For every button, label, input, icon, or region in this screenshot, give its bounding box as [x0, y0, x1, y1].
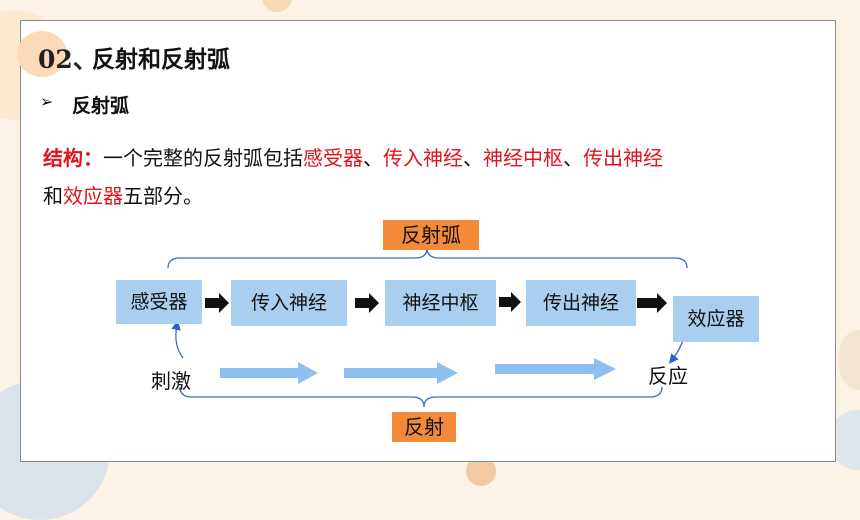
- component-afferent-nerve: 传入神经: [231, 280, 347, 326]
- component-receptor: 感受器: [116, 280, 202, 324]
- black-arrow-1: [205, 293, 229, 313]
- top-brace: [167, 247, 688, 269]
- component-effector: 效应器: [673, 296, 759, 342]
- subheading: 反射弧: [72, 95, 130, 117]
- bottom-brace: [179, 386, 663, 408]
- structure-line-1: 结构：一个完整的反射弧包括感受器、传入神经、神经中枢、传出神经: [43, 146, 663, 170]
- flow-arrow-1: [220, 362, 318, 384]
- page-title: 反射和反射弧: [92, 47, 230, 73]
- component-nerve-center: 神经中枢: [385, 280, 496, 326]
- stimulus-to-receptor-arrow: [171, 320, 184, 359]
- black-arrow-2: [355, 293, 379, 313]
- response-label: 反应: [648, 364, 688, 388]
- structure-label: 结构：: [43, 146, 103, 170]
- reflex-label: 反射: [392, 412, 456, 442]
- section-number: 02、: [38, 45, 98, 74]
- reflex-arc-label: 反射弧: [383, 220, 479, 250]
- black-arrow-3: [499, 292, 521, 312]
- decor-circle-top: [262, 0, 292, 12]
- flow-arrow-2: [344, 362, 458, 384]
- bullet-arrow-icon: ➢: [40, 92, 54, 111]
- decor-circle-right: [838, 330, 860, 390]
- stimulus-label: 刺激: [151, 369, 191, 393]
- black-arrow-4: [637, 293, 667, 313]
- section-number-circle: [17, 31, 67, 77]
- component-efferent-nerve: 传出神经: [526, 280, 636, 326]
- flow-arrow-3: [495, 358, 616, 380]
- structure-line-2: 和效应器五部分。: [43, 184, 203, 208]
